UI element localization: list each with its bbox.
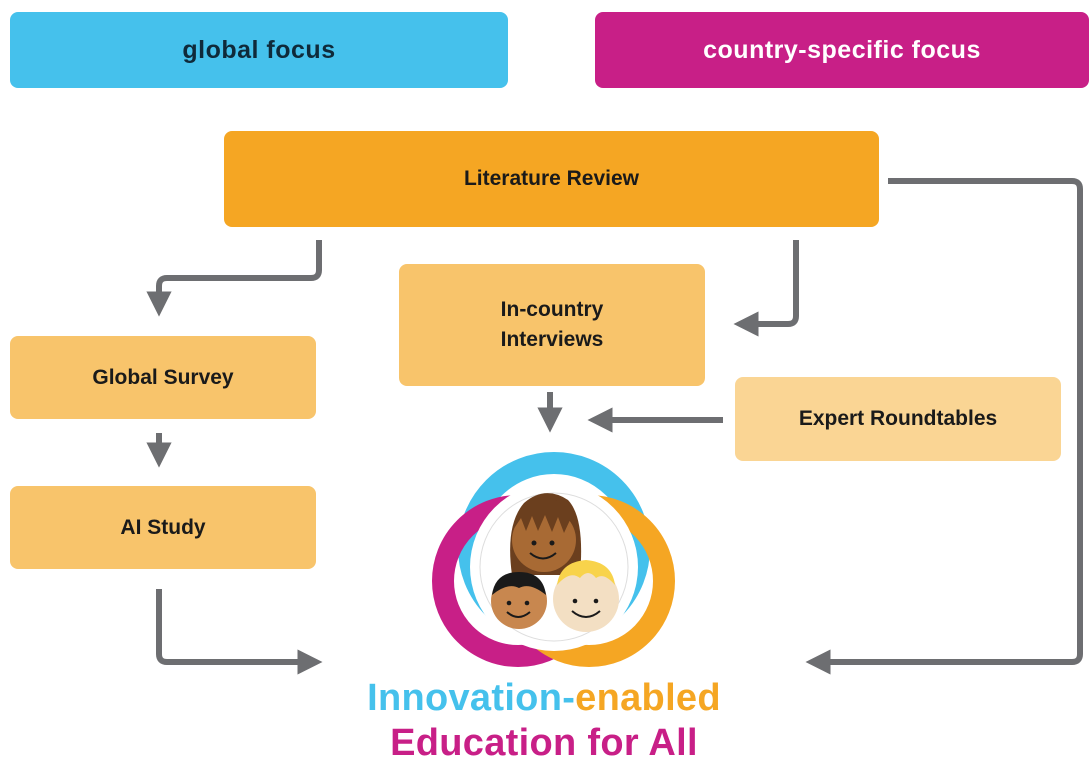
in-country-interviews-box: In-country Interviews	[399, 264, 705, 386]
literature-review-label: Literature Review	[463, 167, 640, 190]
expert-roundtables-label: Expert Roundtables	[798, 407, 998, 430]
global-survey-box: Global Survey	[10, 336, 316, 419]
expert-roundtables-box: Expert Roundtables	[735, 377, 1061, 461]
literature-review-box: Literature Review	[224, 131, 879, 227]
legend-country-label: country-specific focus	[703, 35, 981, 64]
legend-country-focus: country-specific focus	[595, 12, 1089, 88]
arrow-lit-to-outcome	[805, 178, 1083, 675]
in-country-line1: In-country	[500, 298, 604, 321]
arrow-ai-to-outcome	[156, 589, 323, 675]
outcome-title-line2: Education for All	[390, 722, 698, 764]
outcome-enabled: enabled	[575, 677, 721, 719]
ai-study-label: AI Study	[120, 515, 206, 539]
outcome-innovation: Innovation-	[367, 677, 576, 719]
in-country-interviews-label: In-country Interviews	[501, 295, 604, 355]
arrow-lit-to-interviews	[733, 240, 799, 337]
legend-global-label: global focus	[182, 35, 336, 64]
ai-study-box: AI Study	[10, 486, 316, 569]
outcome-title-line1: Innovation-enabled	[294, 677, 794, 719]
arrow-lit-to-global-survey	[146, 240, 322, 317]
global-survey-label: Global Survey	[92, 365, 234, 389]
in-country-line2: Interviews	[500, 328, 604, 351]
legend-global-focus: global focus	[10, 12, 508, 88]
